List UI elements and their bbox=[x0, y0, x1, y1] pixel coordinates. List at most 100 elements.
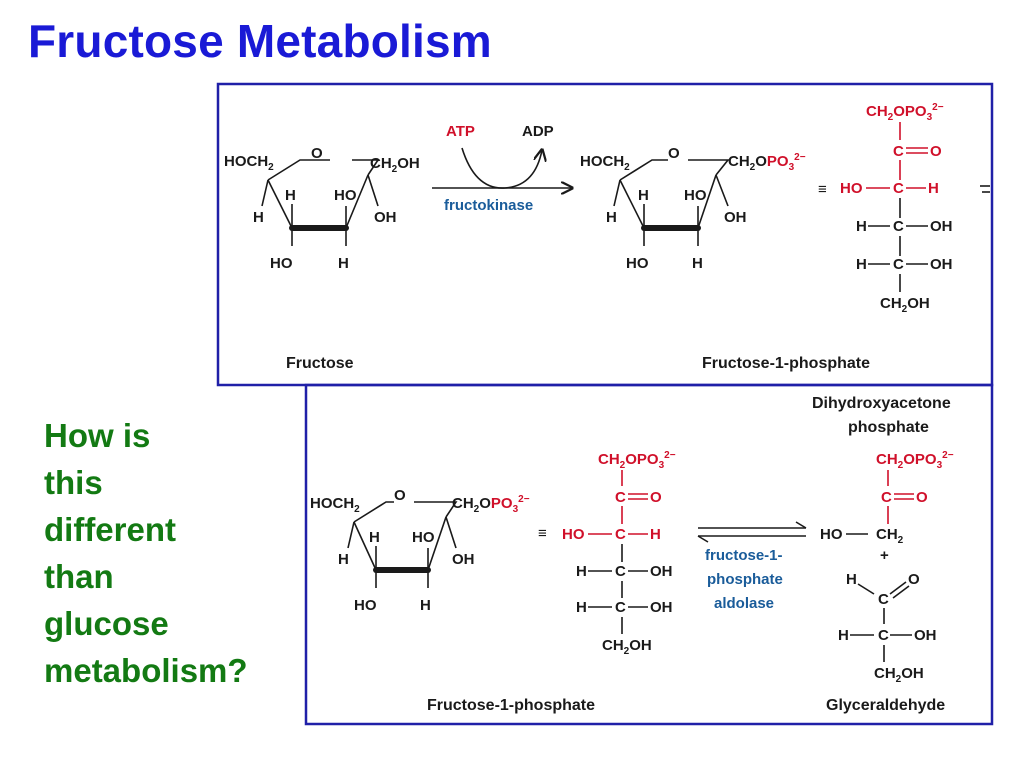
question-line: than bbox=[44, 558, 114, 595]
svg-text:C: C bbox=[893, 180, 904, 197]
fructose-1-phosphate-label: Fructose-1-phosphate bbox=[702, 355, 870, 372]
svg-text:O: O bbox=[650, 489, 662, 506]
panel-2-frame bbox=[304, 383, 994, 726]
question-line: metabolism? bbox=[44, 652, 248, 689]
svg-text:≡: ≡ bbox=[818, 181, 827, 198]
fructose-1-phosphate-ring-2: HOCH2 O CH2OPO32− H HO H OH HO H bbox=[310, 487, 530, 614]
svg-text:C: C bbox=[893, 256, 904, 273]
question-line: glucose bbox=[44, 605, 169, 642]
svg-text:CH2OH: CH2OH bbox=[602, 637, 652, 657]
svg-text:OH: OH bbox=[452, 551, 475, 568]
svg-text:≡: ≡ bbox=[538, 525, 547, 542]
atp-label: ATP bbox=[446, 123, 475, 140]
fructose-1-phosphate-label-2: Fructose-1-phosphate bbox=[427, 697, 595, 714]
svg-text:O: O bbox=[394, 487, 406, 504]
enzyme-label-line1: fructose-1- bbox=[705, 547, 783, 564]
svg-text:H: H bbox=[650, 526, 661, 543]
svg-text:H: H bbox=[369, 529, 380, 546]
svg-text:HOCH2: HOCH2 bbox=[310, 495, 360, 515]
slide-title: Fructose Metabolism bbox=[28, 15, 492, 67]
svg-text:C: C bbox=[893, 218, 904, 235]
svg-text:H: H bbox=[338, 255, 349, 272]
glyceraldehyde-label: Glyceraldehyde bbox=[826, 697, 945, 714]
dhap-label-line2: phosphate bbox=[848, 419, 929, 436]
svg-text:HO: HO bbox=[626, 255, 649, 272]
svg-text:OH: OH bbox=[374, 209, 397, 226]
svg-text:O: O bbox=[930, 143, 942, 160]
svg-text:C: C bbox=[615, 599, 626, 616]
svg-text:HO: HO bbox=[270, 255, 293, 272]
adp-label: ADP bbox=[522, 123, 554, 140]
plus-sign: + bbox=[880, 547, 889, 564]
svg-text:CH2OPO32−: CH2OPO32− bbox=[866, 102, 944, 123]
panel-1-frame bbox=[216, 82, 994, 387]
svg-text:H: H bbox=[285, 187, 296, 204]
question-line: this bbox=[44, 464, 103, 501]
svg-text:H: H bbox=[846, 571, 857, 588]
svg-text:HO: HO bbox=[562, 526, 585, 543]
svg-text:HO: HO bbox=[840, 180, 863, 197]
svg-text:C: C bbox=[615, 563, 626, 580]
svg-text:C: C bbox=[878, 591, 889, 608]
fructose-label: Fructose bbox=[286, 355, 354, 372]
svg-text:C: C bbox=[893, 143, 904, 160]
svg-text:OH: OH bbox=[724, 209, 747, 226]
enzyme-label: fructokinase bbox=[444, 197, 533, 214]
svg-text:C: C bbox=[878, 627, 889, 644]
enzyme-label-line2: phosphate bbox=[707, 571, 783, 588]
svg-text:HO: HO bbox=[354, 597, 377, 614]
svg-text:HO: HO bbox=[334, 187, 357, 204]
svg-text:CH2OH: CH2OH bbox=[874, 665, 924, 685]
svg-text:CH2: CH2 bbox=[876, 526, 904, 546]
svg-text:H: H bbox=[838, 627, 849, 644]
svg-text:C: C bbox=[881, 489, 892, 506]
svg-text:HOCH2: HOCH2 bbox=[224, 153, 274, 173]
svg-text:H: H bbox=[420, 597, 431, 614]
dhap-label-line1: Dihydroxyacetone bbox=[812, 395, 951, 412]
svg-text:H: H bbox=[576, 599, 587, 616]
svg-text:H: H bbox=[856, 218, 867, 235]
svg-text:CH2OPO32−: CH2OPO32− bbox=[452, 494, 530, 515]
svg-text:HO: HO bbox=[820, 526, 843, 543]
dihydroxyacetone-phosphate: CH2OPO32− C O HO CH2 bbox=[820, 450, 954, 546]
svg-text:CH2OH: CH2OH bbox=[880, 295, 930, 315]
svg-text:OH: OH bbox=[650, 599, 673, 616]
svg-text:O: O bbox=[908, 571, 920, 588]
svg-text:HOCH2: HOCH2 bbox=[580, 153, 630, 173]
enzyme-label-line3: aldolase bbox=[714, 595, 774, 612]
svg-text:H: H bbox=[638, 187, 649, 204]
svg-text:OH: OH bbox=[914, 627, 937, 644]
aldolase-equilibrium-arrow: fructose-1- phosphate aldolase bbox=[697, 521, 807, 612]
fructose-1-phosphate-chain: ≡ CH2OPO32− C O HO C H H C OH H C OH CH2… bbox=[818, 102, 990, 315]
svg-text:H: H bbox=[576, 563, 587, 580]
svg-text:CH2OPO32−: CH2OPO32− bbox=[876, 450, 954, 471]
svg-text:H: H bbox=[338, 551, 349, 568]
svg-text:HO: HO bbox=[684, 187, 707, 204]
question-line: different bbox=[44, 511, 176, 548]
fructokinase-arrow: ATP ADP fructokinase bbox=[432, 123, 572, 214]
svg-text:C: C bbox=[615, 526, 626, 543]
svg-text:O: O bbox=[311, 145, 323, 162]
svg-text:CH2OPO32−: CH2OPO32− bbox=[728, 152, 806, 173]
svg-text:O: O bbox=[916, 489, 928, 506]
svg-text:C: C bbox=[615, 489, 626, 506]
svg-text:OH: OH bbox=[930, 256, 953, 273]
svg-text:CH2OPO32−: CH2OPO32− bbox=[598, 450, 676, 471]
svg-text:H: H bbox=[606, 209, 617, 226]
question-line: How is bbox=[44, 417, 151, 454]
fructose-1-phosphate-ring: HOCH2 O CH2OPO32− H HO H OH HO H bbox=[580, 145, 806, 272]
svg-text:H: H bbox=[856, 256, 867, 273]
svg-text:OH: OH bbox=[650, 563, 673, 580]
svg-text:H: H bbox=[253, 209, 264, 226]
fructose-ring: HOCH2 O CH2OH H HO H OH HO H bbox=[224, 145, 420, 272]
svg-text:HO: HO bbox=[412, 529, 435, 546]
question-text: How is this different than glucose metab… bbox=[44, 412, 248, 694]
fructose-1-phosphate-chain-2: ≡ CH2OPO32− C O HO C H H C OH H C OH CH2… bbox=[538, 450, 676, 657]
svg-text:H: H bbox=[692, 255, 703, 272]
svg-text:CH2OH: CH2OH bbox=[370, 155, 420, 175]
svg-text:H: H bbox=[928, 180, 939, 197]
glyceraldehyde: H C O H C OH CH2OH bbox=[838, 571, 937, 685]
svg-text:OH: OH bbox=[930, 218, 953, 235]
svg-text:O: O bbox=[668, 145, 680, 162]
